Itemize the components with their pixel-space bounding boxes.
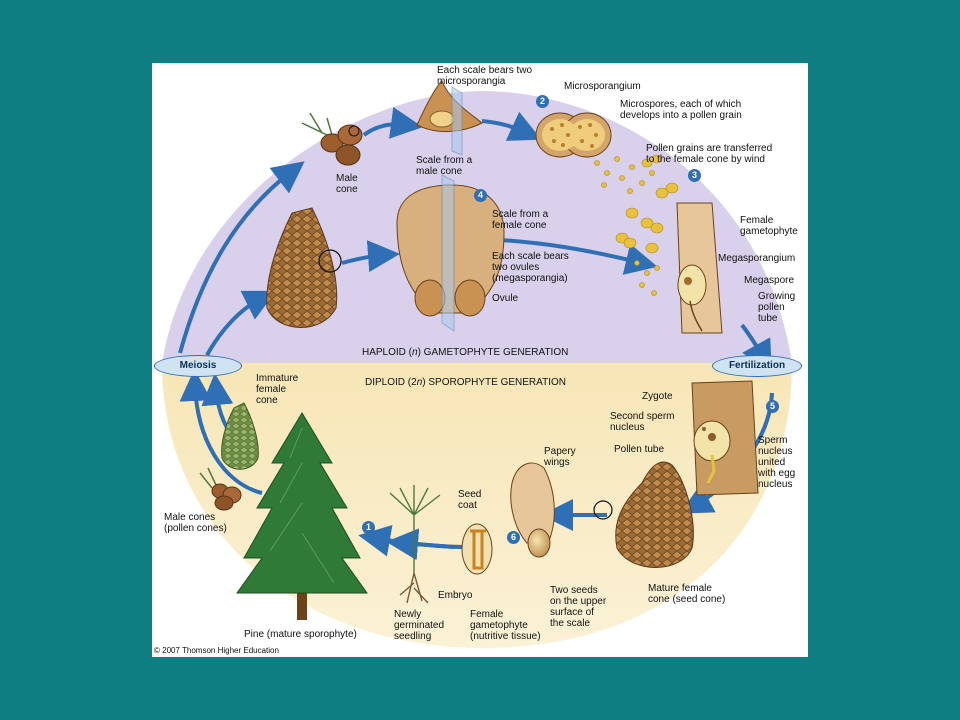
label-scale-female-cone: Scale from a female cone (492, 209, 549, 231)
arrow-male-cone-to-scale (362, 107, 423, 139)
label-ovule: Ovule (492, 293, 519, 304)
male-cones-illustration (301, 112, 363, 166)
pine-tree-illustration (236, 412, 368, 620)
label-male-cones-pollen: Male cones (pollen cones) (164, 512, 227, 534)
copyright: © 2007 Thomson Higher Education (154, 646, 279, 655)
label-zygote: Zygote (642, 391, 673, 402)
haploid-generation-label: HAPLOID (n) GAMETOPHYTE GENERATION (362, 347, 568, 358)
meiosis-oval: Meiosis (154, 355, 242, 377)
fertilization-illustration (691, 380, 759, 496)
arrow-seedling-to-tree (358, 524, 455, 557)
step-badge-6: 6 (507, 531, 520, 544)
label-pollen-transferred: Pollen grains are transferred to the fem… (646, 143, 773, 165)
label-female-gametophyte: Female gametophyte (740, 215, 798, 237)
step-badge-5: 5 (766, 400, 779, 413)
label-pine: Pine (mature sporophyte) (244, 629, 357, 640)
label-megasporangium: Megasporangium (718, 253, 796, 264)
male-scale-illustration (416, 80, 483, 156)
ovule-section-illustration (676, 202, 723, 334)
label-sperm-nucleus-united: Sperm nucleus united with egg nucleus (758, 435, 796, 490)
label-embryo: Embryo (438, 590, 473, 601)
label-mature-female-cone: Mature female cone (seed cone) (648, 583, 726, 605)
label-female-gametophyte-nutritive: Female gametophyte (nutritive tissue) (470, 609, 541, 642)
label-male-cone: Male cone (336, 173, 358, 195)
label-seed-coat: Seed coat (458, 489, 482, 511)
arrow-female-cone-to-scale (341, 240, 400, 273)
step-badge-1: 1 (362, 521, 375, 534)
label-newly-germinated-seedling: Newly germinated seedling (394, 609, 445, 642)
fertilization-oval: Fertilization (712, 355, 802, 377)
diploid-generation-label: DIPLOID (2n) SPOROPHYTE GENERATION (365, 377, 566, 388)
arrow-tree-to-meiosis (179, 369, 263, 495)
label-papery-wings: Papery wings (544, 446, 576, 468)
label-microsporangium: Microsporangium (564, 81, 641, 92)
label-second-sperm-nucleus: Second sperm nucleus (610, 411, 675, 433)
step-badge-4: 4 (474, 189, 487, 202)
seedling-illustration (389, 485, 441, 604)
immature-female-cone-illustration (221, 402, 259, 470)
label-each-scale-two-ovules: Each scale bears two ovules (megasporang… (492, 251, 569, 284)
arrow-meiosis-to-female-cone (205, 290, 277, 356)
step-badge-3: 3 (688, 169, 701, 182)
seed-section-illustration (461, 523, 493, 575)
life-cycle-diagram: HAPLOID (n) GAMETOPHYTE GENERATION DIPLO… (162, 80, 792, 648)
male-cones-bottom-illustration (199, 467, 242, 511)
label-megaspore: Megaspore (744, 275, 795, 286)
label-growing-pollen-tube: Growing pollen tube (758, 291, 796, 324)
female-scale-illustration (396, 174, 505, 332)
step-badge-2: 2 (536, 95, 549, 108)
winged-seed-illustration (510, 462, 555, 558)
label-microspores: Microspores, each of which develops into… (620, 99, 742, 121)
arrow-scale-to-microsporangium (481, 111, 542, 141)
label-pollen-tube: Pollen tube (614, 444, 665, 455)
arrow-meiosis-to-male-cone (178, 161, 305, 354)
female-cone-illustration (266, 207, 342, 328)
microsporangium-illustration (535, 112, 612, 158)
label-immature-female-cone: Immature female cone (256, 373, 299, 406)
mature-female-cone-illustration (593, 461, 694, 568)
pollen-grains (594, 154, 679, 296)
label-two-seeds: Two seeds on the upper surface of the sc… (550, 585, 607, 629)
life-cycle-panel: HAPLOID (n) GAMETOPHYTE GENERATION DIPLO… (152, 63, 808, 657)
label-each-scale-two-microsporangia: Each scale bears two microsporangia (437, 65, 533, 87)
label-scale-male-cone: Scale from a male cone (416, 155, 473, 177)
